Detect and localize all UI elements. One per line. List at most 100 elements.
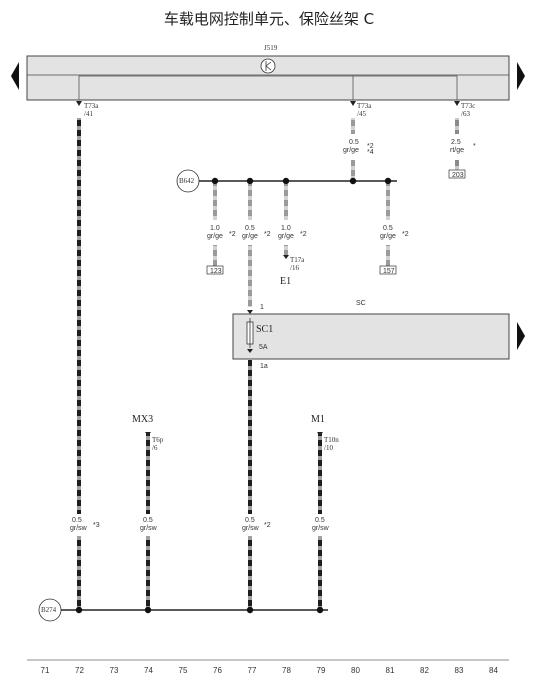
pin-arrow-icon bbox=[454, 101, 460, 106]
splice-dot bbox=[282, 177, 290, 185]
ref-box-203[interactable] bbox=[448, 169, 466, 179]
wire-79-lower bbox=[318, 536, 322, 610]
wire-83-upper bbox=[455, 118, 459, 134]
arrow-right-icon[interactable] bbox=[517, 62, 525, 90]
splice-dot bbox=[246, 177, 254, 185]
wire-78-upper bbox=[284, 184, 288, 220]
column-number: 76 bbox=[213, 666, 222, 675]
wire-72-lower bbox=[77, 536, 81, 610]
splice-dot bbox=[75, 606, 83, 614]
wire-77-upper bbox=[248, 184, 252, 220]
e1-label: E1 bbox=[280, 276, 291, 287]
ref-123-label[interactable]: 123 bbox=[210, 268, 222, 275]
connector-t73c-63: T73c/63 bbox=[461, 102, 475, 118]
wire-77-mid bbox=[248, 245, 252, 307]
pin-arrow-icon bbox=[283, 255, 289, 259]
sc1-label: SC1 bbox=[256, 324, 273, 335]
wire-77-lower bbox=[248, 360, 252, 514]
mx3-label: MX3 bbox=[132, 414, 153, 425]
column-number: 72 bbox=[75, 666, 84, 675]
wire-77-bottom bbox=[248, 536, 252, 610]
column-number: 84 bbox=[489, 666, 498, 675]
column-number: 77 bbox=[248, 666, 257, 675]
column-number: 81 bbox=[386, 666, 395, 675]
sc-label: SC bbox=[356, 300, 366, 307]
j519-module-box bbox=[26, 55, 510, 101]
wire-76-lower bbox=[213, 245, 217, 266]
ref-box-157[interactable] bbox=[379, 265, 397, 275]
wire-78-lower bbox=[284, 245, 288, 255]
pin-arrow-icon bbox=[76, 101, 82, 106]
column-number: 80 bbox=[351, 666, 360, 675]
column-number: 78 bbox=[282, 666, 291, 675]
connector-t6p-6: T6p/6 bbox=[152, 436, 164, 452]
wire-74-upper bbox=[146, 432, 150, 514]
wire-76-note: *2 bbox=[229, 231, 236, 238]
arrow-left-icon[interactable] bbox=[11, 62, 19, 90]
transistor-icon bbox=[260, 58, 276, 74]
connector-t17a-16: T17a/16 bbox=[290, 256, 305, 272]
column-number: 83 bbox=[455, 666, 464, 675]
wire-74-lower bbox=[146, 536, 150, 610]
pin-arrow-icon bbox=[145, 432, 151, 436]
wire-77-lower-note: *2 bbox=[264, 522, 271, 529]
wire-80-lower bbox=[351, 160, 355, 180]
j519-label: J519 bbox=[264, 44, 278, 52]
column-number: 82 bbox=[420, 666, 429, 675]
pin-arrow-icon bbox=[247, 349, 253, 353]
column-number: 71 bbox=[41, 666, 50, 675]
splice-dot bbox=[384, 177, 392, 185]
page-title: 车载电网控制单元、保险丝架 C bbox=[163, 10, 375, 28]
connector-t73a-45: T73a/45 bbox=[357, 102, 372, 118]
arrow-right-icon[interactable] bbox=[517, 322, 525, 350]
sc1-rating: 5A bbox=[259, 344, 268, 351]
fuse-icon bbox=[246, 318, 254, 348]
splice-dot bbox=[144, 606, 152, 614]
splice-dot bbox=[316, 606, 324, 614]
node-b642-label: B642 bbox=[179, 177, 195, 185]
wire-80-upper bbox=[351, 118, 355, 134]
column-number: 79 bbox=[317, 666, 326, 675]
pin-arrow-icon bbox=[247, 310, 253, 314]
wire-83-lower bbox=[455, 160, 459, 170]
splice-dot bbox=[246, 606, 254, 614]
wire-81-note: *2 bbox=[402, 231, 409, 238]
wire-72 bbox=[77, 118, 81, 514]
wire-77-upper-note: *2 bbox=[264, 231, 271, 238]
wire-72-note: *3 bbox=[93, 522, 100, 529]
connector-t10n-10: T10n/10 bbox=[324, 436, 339, 452]
wire-81-upper bbox=[386, 184, 390, 220]
pin-arrow-icon bbox=[317, 432, 323, 436]
ref-203-label[interactable]: 203 bbox=[452, 172, 464, 179]
ref-157-label[interactable]: 157 bbox=[383, 268, 395, 275]
wire-80-note: *2*4 bbox=[367, 143, 374, 156]
wire-79-upper bbox=[318, 432, 322, 514]
column-number: 74 bbox=[144, 666, 153, 675]
connector-t73a-41: T73a/41 bbox=[84, 102, 99, 118]
wire-83-note: * bbox=[473, 143, 476, 150]
column-number: 75 bbox=[179, 666, 188, 675]
node-b274-label: B274 bbox=[41, 606, 57, 614]
wire-76-upper bbox=[213, 184, 217, 220]
ref-box-123[interactable] bbox=[206, 265, 224, 275]
splice-dot bbox=[349, 177, 357, 185]
splice-dot bbox=[211, 177, 219, 185]
m1-label: M1 bbox=[311, 414, 325, 425]
j519-internal-wire bbox=[78, 75, 458, 100]
wire-78-note: *2 bbox=[300, 231, 307, 238]
pin-arrow-icon bbox=[350, 101, 356, 106]
sc-pin-out: 1a bbox=[260, 363, 268, 370]
sc-pin-in: 1 bbox=[260, 304, 264, 311]
